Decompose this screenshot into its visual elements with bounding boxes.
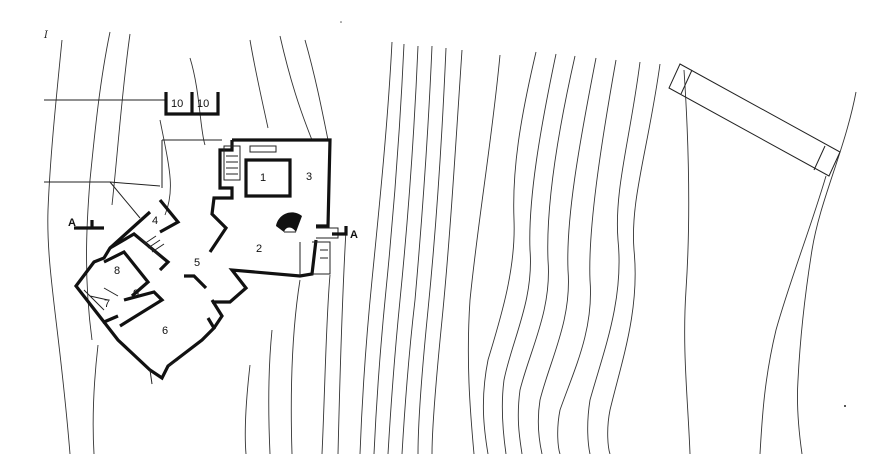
speck-dot	[844, 405, 846, 407]
terrain-contours	[47, 31, 857, 454]
room-4-label: 4	[152, 215, 158, 227]
room-3-label: 3	[306, 171, 312, 183]
room-8-label: 8	[114, 265, 120, 277]
dock	[668, 63, 841, 177]
room-10a-label: 10	[171, 98, 183, 110]
room-5-label: 5	[194, 257, 200, 269]
speck-dot	[340, 21, 342, 23]
room-2-label: 2	[256, 243, 262, 255]
site-lines	[44, 99, 222, 219]
room-6-label: 6	[162, 325, 168, 337]
section-marker-left: A	[68, 217, 104, 230]
north-wing-walls	[208, 138, 339, 304]
fireplace	[276, 212, 302, 233]
room-10b-label: 10	[197, 98, 209, 110]
room-1-label: 1	[260, 172, 266, 184]
room-9-label: 9	[133, 288, 139, 300]
parking-stalls	[164, 92, 220, 116]
section-marker-right: A	[332, 226, 358, 241]
south-west-wing-walls	[73, 198, 224, 385]
section-label-left: A	[68, 217, 76, 229]
section-label-right: A	[350, 229, 358, 241]
room-7-label: 7	[104, 298, 110, 310]
corner-label: I	[43, 30, 49, 41]
